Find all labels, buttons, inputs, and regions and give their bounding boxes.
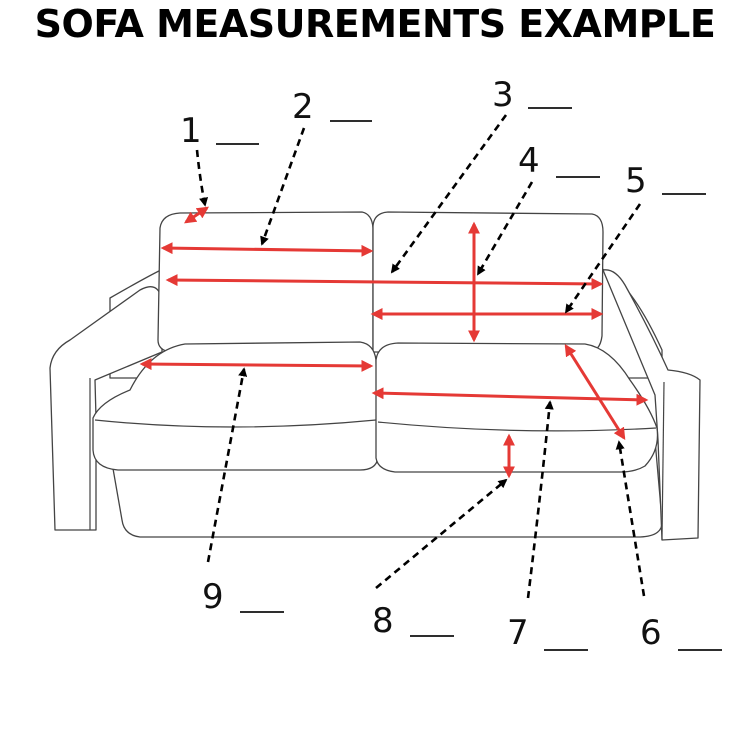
page-title: SOFA MEASUREMENTS EXAMPLE xyxy=(34,2,716,46)
label-number-8: 8 xyxy=(372,601,394,641)
leader-line-6 xyxy=(615,440,646,597)
measure-arrow-7 xyxy=(371,387,649,406)
measure-arrow-1 xyxy=(184,206,209,224)
measurement-arrows xyxy=(139,206,649,479)
leader-line-4 xyxy=(476,181,534,276)
right-arm-front-edge xyxy=(661,381,665,541)
label-number-5: 5 xyxy=(625,161,647,201)
label-number-3: 3 xyxy=(492,75,514,115)
leader-line-9 xyxy=(206,367,248,563)
seat-cushion-left xyxy=(92,341,379,471)
measurement-labels: 1 2 3 4 5 6 7 8 9 xyxy=(180,75,722,653)
label-number-7: 7 xyxy=(507,613,529,653)
measure-arrow-9 xyxy=(139,358,374,372)
label-number-6: 6 xyxy=(640,613,662,653)
measure-arrow-3 xyxy=(165,274,604,290)
leader-line-5 xyxy=(564,203,642,314)
leader-line-7 xyxy=(526,400,554,599)
right-arm xyxy=(602,269,701,541)
seat-cushion-right xyxy=(375,342,659,473)
leader-line-2 xyxy=(260,127,306,246)
leader-line-1 xyxy=(195,149,209,207)
label-number-9: 9 xyxy=(202,577,224,617)
label-number-1: 1 xyxy=(180,111,202,151)
leader-line-3 xyxy=(390,114,508,274)
left-arm xyxy=(49,286,163,531)
label-number-2: 2 xyxy=(292,87,314,127)
sofa-outline xyxy=(49,211,701,541)
leader-line-8 xyxy=(375,478,508,589)
measure-arrow-2 xyxy=(160,242,374,257)
leader-lines xyxy=(195,114,646,599)
label-number-4: 4 xyxy=(518,141,540,181)
